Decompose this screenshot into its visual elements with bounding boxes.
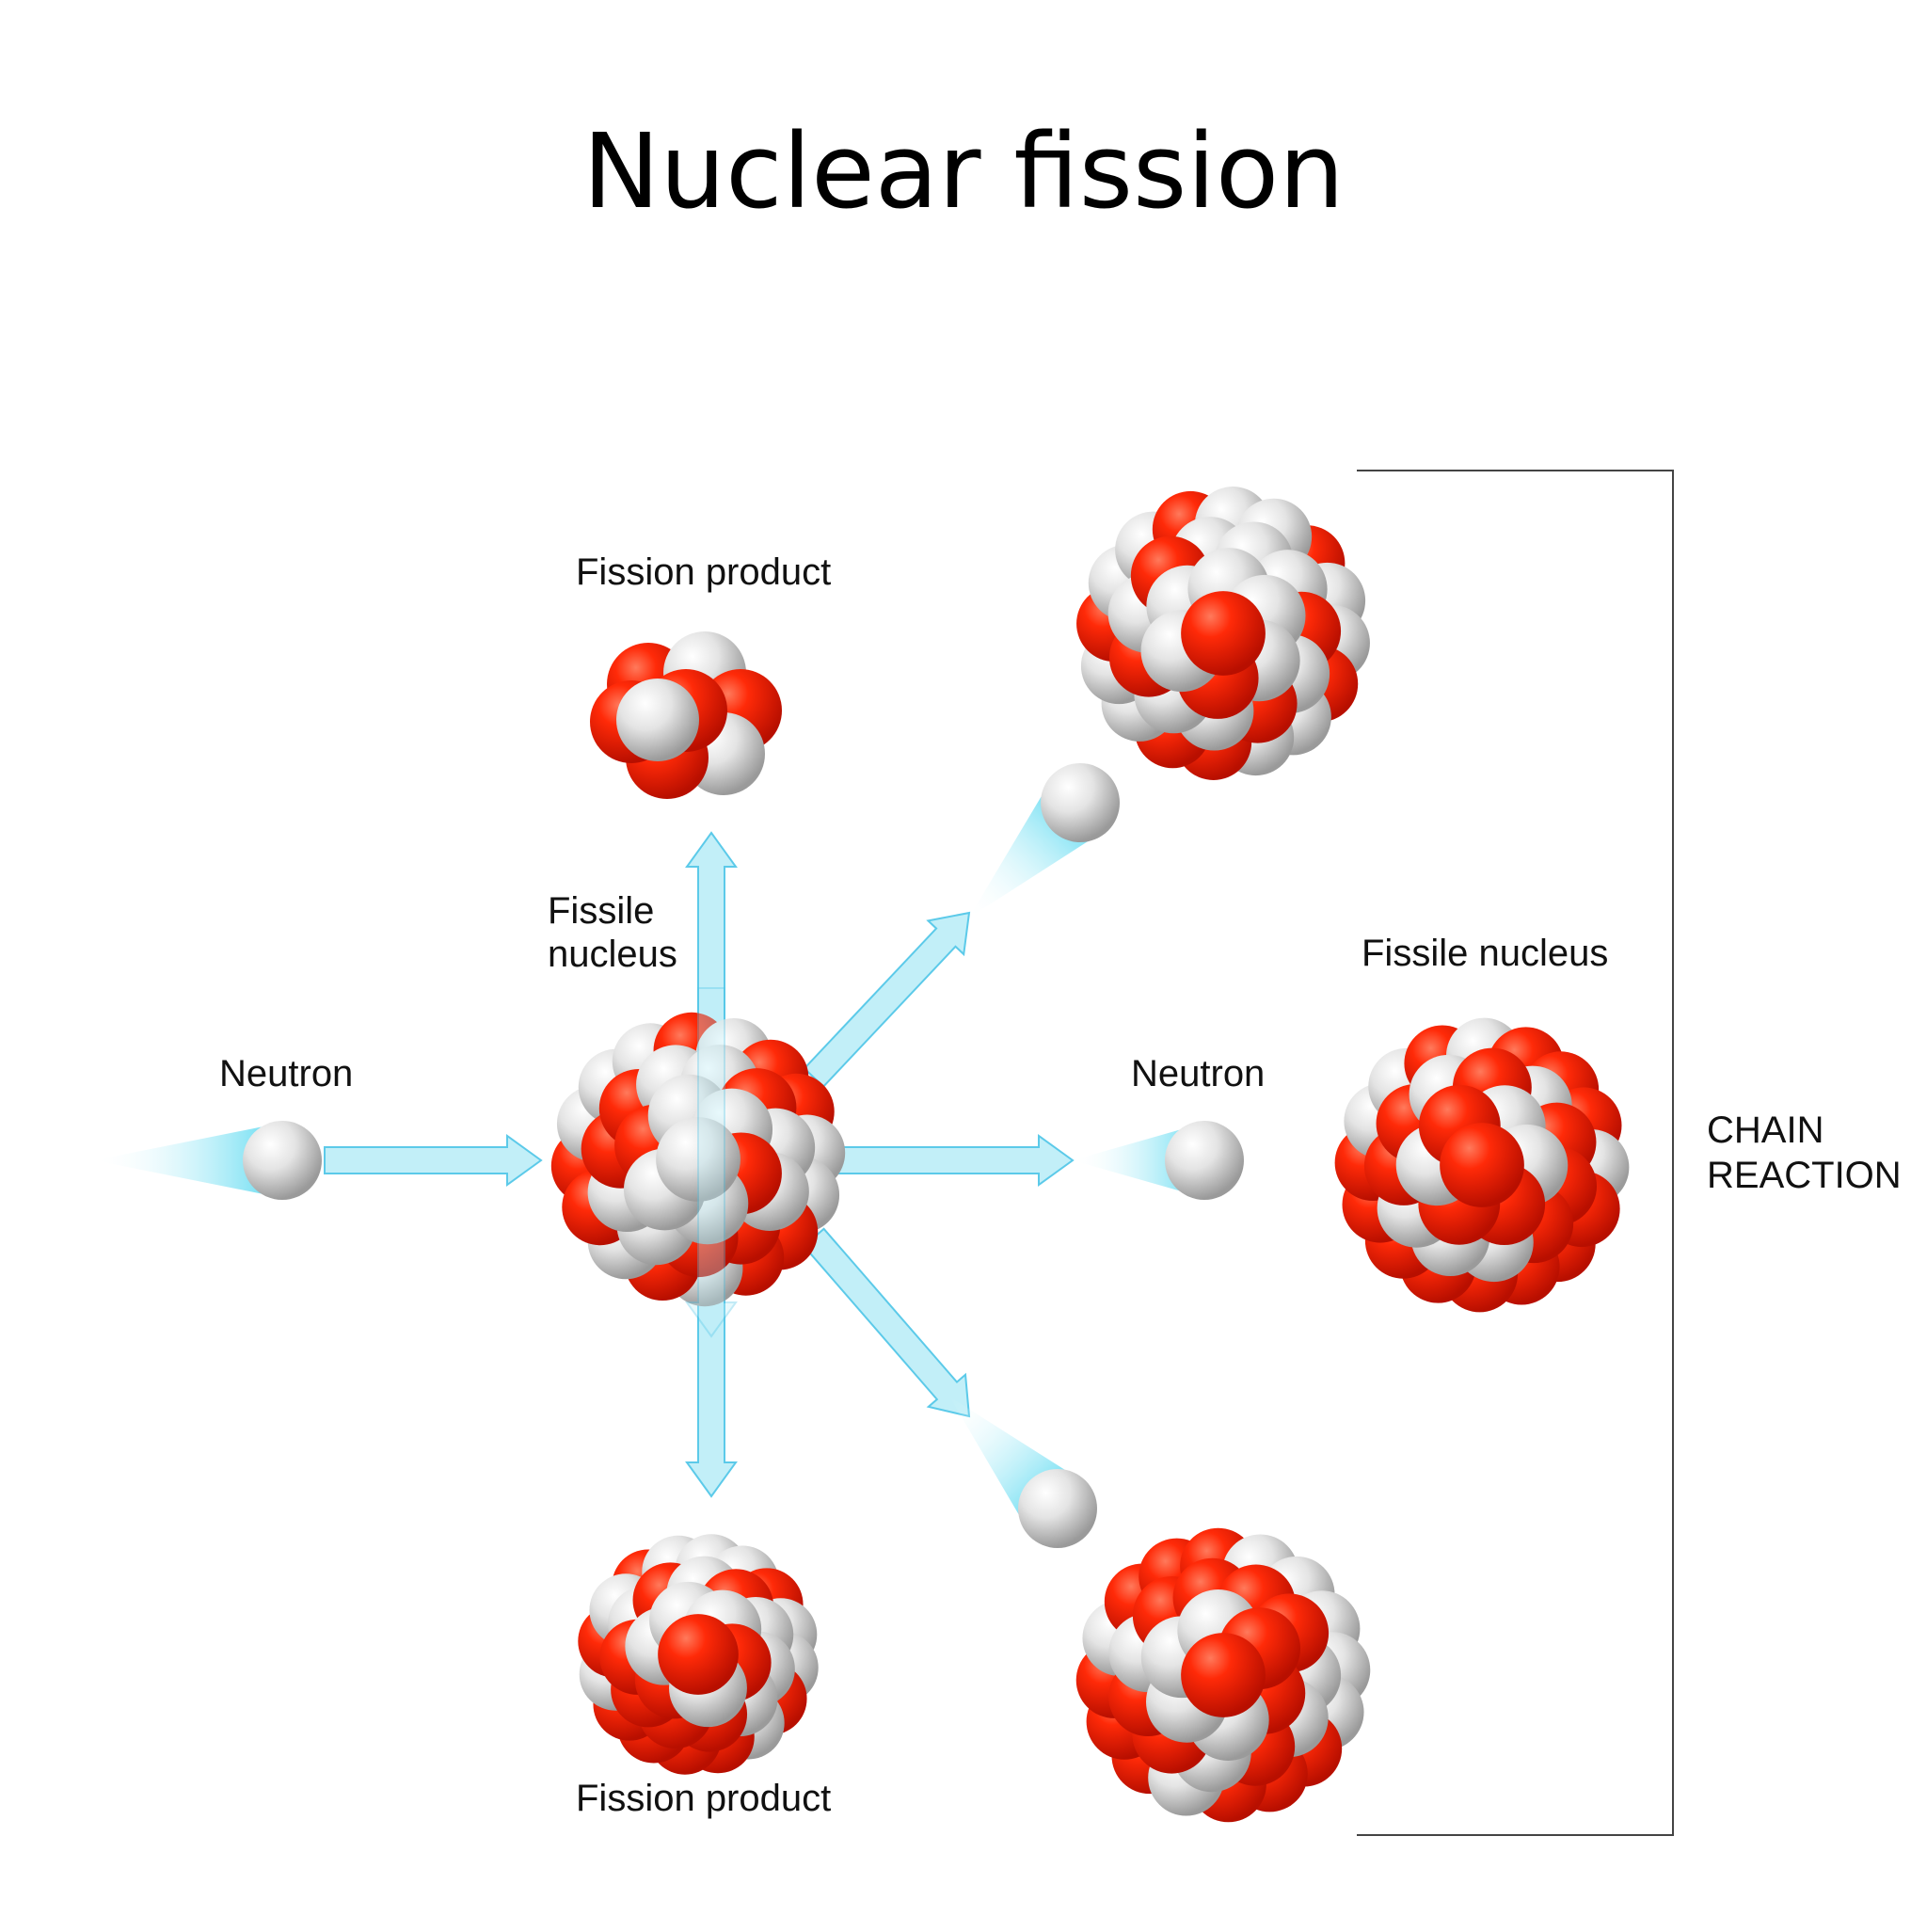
arrow-to-right-neutron [827,1134,1075,1187]
fissile-nucleus-right [1334,1017,1630,1313]
arrow-diag-up [803,911,971,1089]
proton [1181,591,1266,676]
fissile-nucleus-center [550,1012,846,1307]
nucleon [616,679,699,761]
arrow-layer [324,831,1075,1498]
fissile-nucleus-bottom-right [1075,1527,1371,1823]
nuclei-layer [243,487,1630,1823]
label-chain-reaction-line1: CHAIN [1707,1110,1824,1151]
arrow-vertical-overlay [685,987,738,1338]
label-fission-product-top: Fission product [576,551,832,593]
fission-product-bottom [578,1534,819,1775]
arrow-overlay-layer [685,987,738,1338]
proton [658,1614,739,1695]
arrow-diag-down [803,1227,971,1418]
page-title: Nuclear fission [582,111,1345,232]
fissile-nucleus-top-right [1076,487,1370,780]
label-neutron-left: Neutron [219,1053,354,1094]
chain-reaction-bracket [1357,470,1674,1836]
arrow-neutron-in [324,1134,543,1187]
neutron-particle [656,1117,741,1202]
proton [1181,1633,1266,1717]
neutron-left [243,1121,322,1200]
neutron-bottom-right [1018,1469,1097,1548]
fission-product-top [590,631,782,799]
label-fissile-nucleus-right: Fissile nucleus [1362,933,1609,974]
label-neutron-right: Neutron [1131,1053,1266,1094]
neutron-right [1165,1121,1244,1200]
trail-neutron-left [94,1123,282,1198]
proton [1440,1123,1524,1207]
label-fissile-nucleus-line1: Fissile [548,890,655,932]
label-fissile-nucleus-line2: nucleus [548,934,677,975]
label-chain-reaction-line2: REACTION [1707,1155,1902,1196]
label-fission-product-bottom: Fission product [576,1778,832,1819]
neutron-top-right [1041,763,1120,842]
